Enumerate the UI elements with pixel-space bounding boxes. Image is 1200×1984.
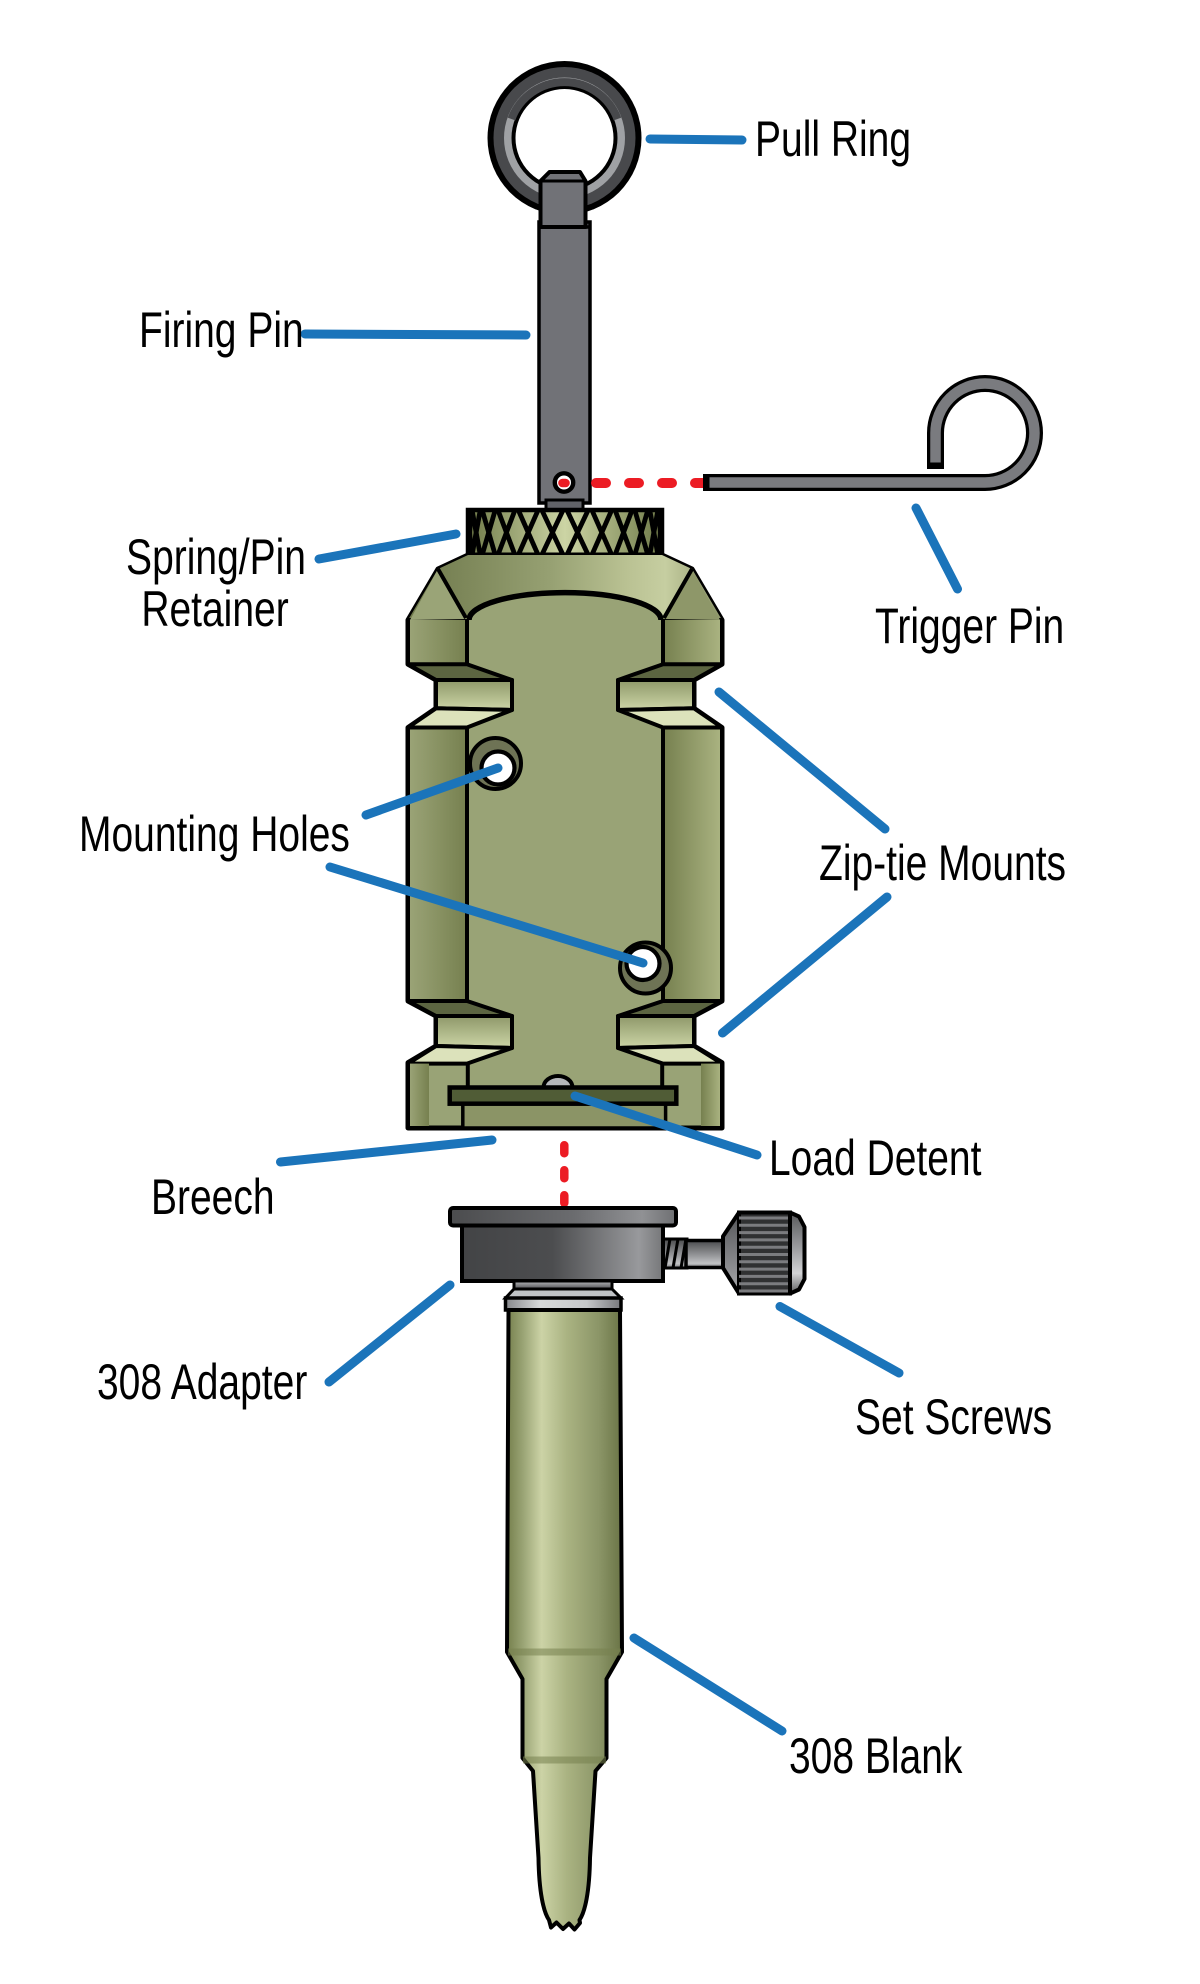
svg-text:Pull Ring: Pull Ring xyxy=(755,110,911,167)
svg-text:Load Detent: Load Detent xyxy=(769,1129,982,1186)
svg-text:Set Screws: Set Screws xyxy=(855,1388,1052,1445)
svg-text:Firing Pin: Firing Pin xyxy=(139,301,304,358)
svg-text:Zip-tie Mounts: Zip-tie Mounts xyxy=(819,834,1066,891)
svg-text:Trigger Pin: Trigger Pin xyxy=(875,597,1064,654)
svg-text:Mounting Holes: Mounting Holes xyxy=(79,805,350,862)
svg-text:308 Adapter: 308 Adapter xyxy=(97,1353,307,1410)
svg-text:308 Blank: 308 Blank xyxy=(789,1727,963,1784)
svg-text:Spring/Pin: Spring/Pin xyxy=(126,528,306,585)
svg-text:Breech: Breech xyxy=(151,1168,275,1225)
svg-text:Retainer: Retainer xyxy=(141,580,288,637)
